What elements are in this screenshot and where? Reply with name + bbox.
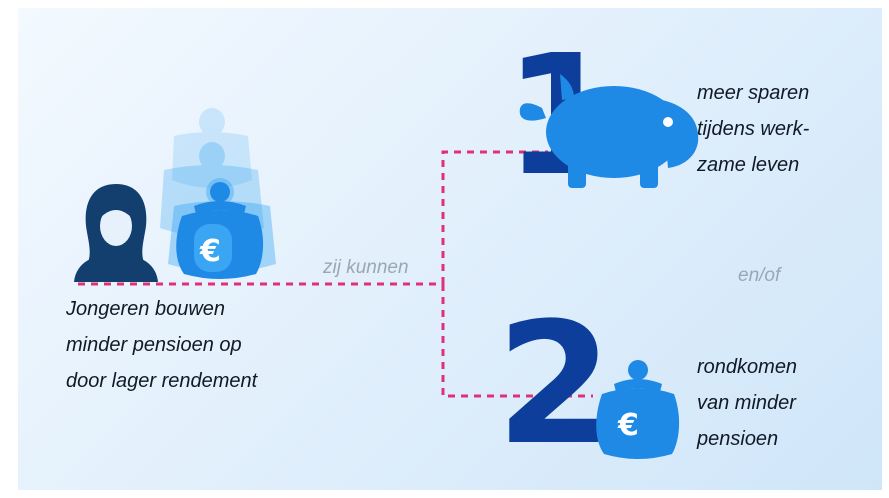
- connector-down-line: [441, 284, 593, 398]
- connector-lines: [78, 150, 593, 398]
- connector-up-line: [441, 150, 548, 284]
- option-2-line-1: rondkomen: [697, 356, 798, 378]
- left-text-line-1: Jongeren bouwen: [66, 298, 226, 320]
- money-bag-icon-2: [596, 360, 680, 459]
- option-1-line-2: tijdens werk-: [697, 118, 810, 140]
- money-bag-euro-symbol: €: [200, 234, 221, 269]
- connector-label: zij kunnen: [323, 257, 409, 278]
- option-2-number: 2: [496, 286, 613, 482]
- piggy-bank-icon: [519, 74, 699, 188]
- money-bag-icon: [176, 182, 264, 279]
- infographic-panel: € Jongeren bouwen minder pensioen op doo…: [18, 8, 882, 490]
- option-1-line-1: meer sparen: [697, 82, 810, 104]
- or-label: en/of: [738, 265, 781, 286]
- person-icon: [74, 184, 158, 282]
- left-text-line-3: door lager rendement: [66, 370, 258, 392]
- option-2-line-3: pensioen: [697, 428, 779, 450]
- option-1-line-3: zame leven: [697, 154, 800, 176]
- money-bag-2-euro-symbol: €: [618, 408, 639, 443]
- option-2-line-2: van minder: [697, 392, 796, 414]
- left-text-line-2: minder pensioen op: [66, 334, 242, 356]
